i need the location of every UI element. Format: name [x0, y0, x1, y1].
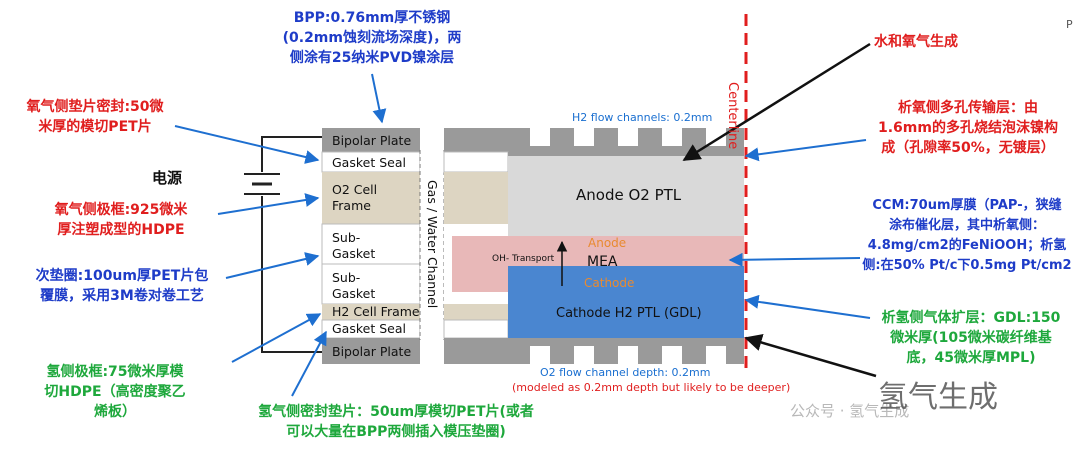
corner-mark: P	[1066, 18, 1073, 31]
gasket-seal-bottom-label: Gasket Seal	[332, 321, 406, 336]
anode-label: Anode	[588, 236, 627, 250]
bipolar-plate-top-label: Bipolar Plate	[332, 133, 412, 148]
arrow-o2-gasket	[174, 125, 320, 164]
sub-gasket-2-label: Sub-Gasket	[332, 270, 376, 301]
o2-cell-frame	[322, 172, 420, 224]
arrow-anode-ptl	[744, 139, 867, 162]
mea-label: MEA	[587, 254, 618, 270]
cathode-h2-ptl	[508, 266, 744, 338]
arrow-h2-frame	[231, 313, 322, 363]
bipolar-plate-top	[322, 128, 420, 152]
h2-channels-label: H2 flow channels: 0.2mm	[572, 111, 713, 124]
annotation-h2-frame: 氢侧极框:75微米厚模切HDPE（高密度聚乙烯板）	[44, 364, 186, 420]
gasket-seal-top-label: Gasket Seal	[332, 155, 406, 170]
bipolar-plate-bottom	[322, 338, 420, 364]
arrow-h2-gasket	[291, 330, 327, 397]
annotation-power: 电源	[152, 169, 183, 187]
anode-ptl-label: Anode O2 PTL	[576, 186, 682, 204]
annotation-o2-frame: 氧气侧极框:925微米厚注塑成型的HDPE	[54, 202, 188, 238]
arrow-o2-frame	[217, 193, 320, 215]
oh-transport-label: OH- Transport	[492, 254, 555, 264]
cathode-label: Cathode	[584, 276, 635, 290]
centerline-label: Centerline	[725, 82, 740, 150]
gas-water-channel	[420, 128, 444, 364]
arrow-ccm	[728, 252, 861, 267]
top-flow-teeth	[508, 152, 744, 156]
gas-water-channel-label: Gas / Water Channel	[425, 180, 440, 309]
arrow-bpp	[371, 73, 387, 124]
power-supply-circuit	[261, 136, 322, 353]
sub-gasket-1-label: Sub-Gasket	[332, 230, 376, 261]
h2-cell-frame	[322, 304, 420, 320]
annotation-o2-gasket: 氧气侧垫片密封:50微米厚的模切PET片	[26, 99, 164, 135]
watermark-big: 氢气生成	[878, 380, 998, 415]
arrow-water-o2	[682, 42, 871, 162]
anode-o2-ptl	[508, 156, 744, 236]
bipolar-plate-bottom-label: Bipolar Plate	[332, 344, 412, 359]
annotation-ccm: CCM:70um厚膜（PAP-，狭缝涂布催化层，其中析氧侧：4.8mg/cm2的…	[862, 198, 1072, 273]
arrow-h2-gen	[744, 334, 877, 378]
annotation-water-o2: 水和氧气生成	[874, 34, 958, 50]
annotation-subgasket: 次垫圈:100um厚PET片包覆膜，采用3M卷对卷工艺	[35, 268, 209, 304]
annotation-bpp: BPP:0.76mm厚不锈钢(0.2mm蚀刻流场深度)，两侧涂有25纳米PVD镍…	[282, 10, 462, 66]
arrow-subgasket	[225, 252, 320, 279]
cathode-ptl-label: Cathode H2 PTL (GDL)	[556, 306, 702, 321]
annotation-h2-gasket: 氢气侧密封垫片：50um厚模切PET片(或者可以大量在BPP两侧插入模压垫圈)	[258, 404, 534, 440]
arrow-gdl	[744, 294, 871, 319]
battery-icon	[244, 173, 280, 195]
watermark-text: 公众号 · 氢气生成	[790, 402, 910, 420]
o2-depth-note: (modeled as 0.2mm depth but likely to be…	[512, 381, 791, 394]
h2-cell-frame-label: H2 Cell Frame	[332, 304, 420, 319]
o2-depth-label: O2 flow channel depth: 0.2mm	[540, 366, 711, 379]
